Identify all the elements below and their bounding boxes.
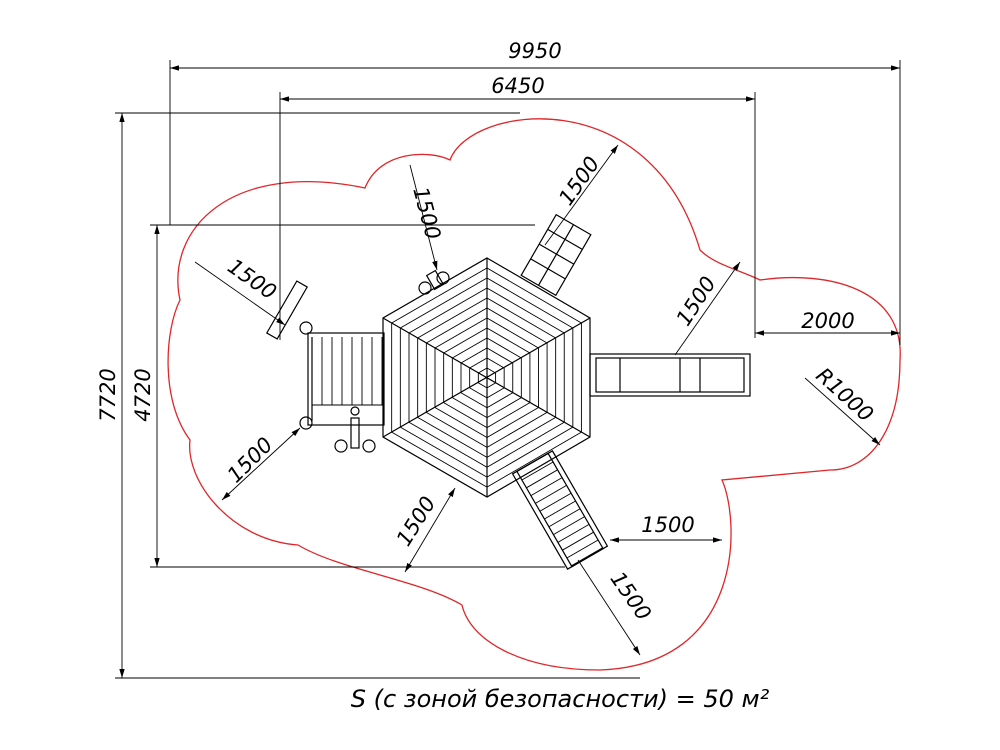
roof-board [460,347,488,364]
left-platform [265,269,450,453]
roof-board [486,416,556,458]
stair-step [530,477,563,497]
roof-board [478,382,488,389]
hexagonal-roof [382,257,591,498]
climbing-ladder [520,213,592,297]
roof-board [460,392,488,409]
slide [589,353,751,397]
roof-board [486,402,531,428]
dim-6450: 6450 [491,74,544,98]
roof-board [400,277,488,329]
dim-7720: 7720 [96,368,120,421]
roof-board [391,267,488,324]
roof-board [469,387,488,399]
roof-board [486,387,505,399]
roof-board [486,297,556,339]
safety-zone-outline [167,118,901,671]
roof-board [486,367,496,374]
roof-board [486,357,505,369]
stair-step [548,508,581,528]
roof-board [486,337,522,359]
roof-board [486,412,548,448]
roof-board [452,397,488,419]
roof-board [391,431,488,488]
dimension-lines [115,60,901,679]
area-caption: S (с зоной безопасности) = 50 м² [351,685,770,713]
roof-board [486,382,496,389]
dim-r1000: R1000 [811,363,878,426]
roof-board [408,287,488,334]
roof-board [486,397,522,419]
roof-board [486,392,513,409]
roof-board [486,317,539,349]
roof-board [486,407,539,438]
dim-1500-top: 1500 [408,184,445,242]
stair-step [544,500,576,520]
roof-board [417,416,488,458]
dim-1500-bottom-right-h: 1500 [641,513,694,537]
roof-board [486,327,531,354]
stairs [511,450,609,570]
roof-board [426,307,488,344]
roof-board [469,357,488,369]
stair-step [566,539,599,559]
roof-board [478,367,488,374]
stair-step [571,547,603,567]
stair-step [521,461,554,481]
dim-2000: 2000 [801,309,854,333]
roof-board [486,426,574,478]
roof-board [486,431,582,488]
roof-board [443,327,488,354]
roof-board [486,347,513,364]
stair-step [535,485,567,504]
roof-board [417,297,488,339]
roof-board [434,317,488,349]
dim-1500-bottom: 1500 [392,492,441,550]
roof-board [486,277,574,329]
dim-9950: 9950 [508,39,561,63]
dim-1500-right: 1500 [672,272,721,330]
dim-1500-bottom-right: 1500 [606,567,656,625]
roof-board [486,267,582,324]
stair-step [562,531,594,551]
dim-1500-left-upper: 1500 [223,254,281,304]
roof-board [486,421,565,468]
roof-board [452,337,488,359]
roof-board [434,407,488,438]
dim-1500-left-lower: 1500 [223,433,278,488]
stair-step [557,523,590,543]
roof-board [426,412,488,448]
roof-board [400,426,488,478]
roof-board [408,421,488,468]
stair-step [539,492,572,512]
roof-board [443,402,488,428]
roof-board [486,307,548,344]
dim-1500-upper-right: 1500 [554,152,604,210]
stair-step [553,516,585,535]
dim-4720: 4720 [131,368,155,421]
roof-board [486,287,565,334]
stair-step [526,469,558,489]
